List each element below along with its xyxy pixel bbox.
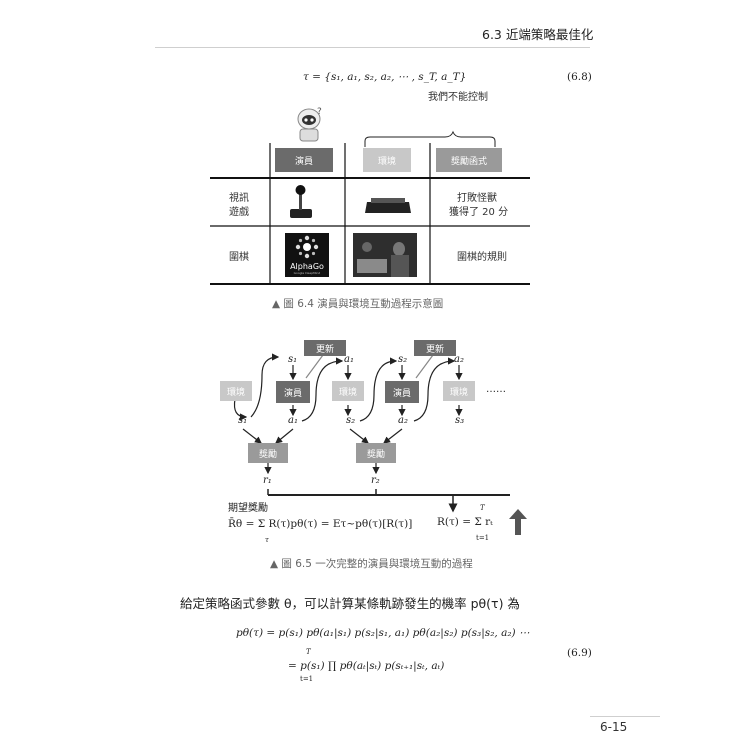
- alphago-subtext: Google DeepMind: [293, 271, 321, 275]
- equation-6-8: τ = {s₁, a₁, s₂, a₂, ⋯ , s_T, a_T}: [303, 71, 467, 83]
- r2-label: r₂: [371, 475, 380, 486]
- equation-6-9-line-1: pθ(τ) = p(s₁) pθ(a₁|s₁) p(s₂|s₁, a₁) pθ(…: [236, 627, 530, 639]
- equation-6-9-number: (6.9): [567, 647, 592, 659]
- r1-label: r₁: [263, 475, 272, 486]
- svg-text:?: ?: [317, 107, 322, 117]
- figure-6-4-lines: [210, 130, 530, 285]
- figure-6-5-arrows: [233, 353, 527, 535]
- equation-6-8-number: (6.8): [567, 71, 592, 83]
- game-console-icon: [365, 198, 411, 213]
- environment-box-3: 環境: [443, 381, 475, 401]
- return-sum-subscript: t=1: [476, 534, 490, 542]
- equation-6-9-line-2: = p(s₁) ∏ pθ(aₜ|sₜ) p(sₜ₊₁|sₜ, aₜ): [288, 660, 445, 672]
- joystick-icon: [290, 185, 312, 218]
- s3-label: s₃: [455, 415, 465, 426]
- environment-box-2: 環境: [332, 381, 364, 401]
- uncontrollable-label: 我們不能控制: [428, 92, 488, 103]
- footer-rule: [590, 716, 660, 717]
- s1-bottom-label: s₁: [238, 415, 248, 426]
- header-rule: [155, 47, 590, 48]
- alphago-logo: AlphaGo Google DeepMind: [285, 233, 329, 277]
- a1-bottom-label: a₁: [288, 415, 298, 426]
- running-header: 6.3 近端策略最佳化: [482, 27, 594, 42]
- reward-function-header-box: 獎勵函式: [436, 148, 502, 172]
- figure-6-4-caption: ▲ 圖 6.4 演員與環境互動過程示意圖: [272, 298, 444, 310]
- expected-sum-subscript: τ: [265, 536, 269, 544]
- figure-6-4: ? 演員 環境 獎勵函式 我們不能控制 視訊 遊戲 打敗怪獸 獲得了 20 分 …: [205, 92, 535, 300]
- reward-box-1: 獎勵: [248, 443, 288, 463]
- row1-reward-line-1: 打敗怪獸: [457, 193, 497, 204]
- s2-bottom-label: s₂: [346, 415, 356, 426]
- body-sentence: 給定策略函式參數 θ，可以計算某條軌跡發生的機率 pθ(τ) 為: [180, 596, 520, 611]
- return-formula: R(τ) = Σ rₜ: [437, 516, 493, 528]
- actor-box-1: 演員: [276, 381, 310, 403]
- alphago-text: AlphaGo: [290, 262, 324, 271]
- figure-6-5: 更新 更新 環境 演員 環境 演員 環境 …… s₁ a₁ s₂ a₂ s₁ a…: [218, 335, 533, 550]
- update-box-2: 更新: [414, 340, 456, 356]
- row1-reward-line-2: 獲得了 20 分: [449, 207, 509, 218]
- go-players-image: [353, 233, 417, 277]
- robot-icon: ?: [297, 107, 322, 142]
- reward-box-2: 獎勵: [356, 443, 396, 463]
- go-label: 圍棋: [229, 252, 249, 263]
- go-match-photo: [353, 233, 417, 277]
- s2-top-label: s₂: [398, 354, 408, 365]
- environment-header-box: 環境: [363, 148, 411, 172]
- video-game-label-2: 遊戲: [229, 207, 249, 218]
- product-top: T: [306, 648, 311, 656]
- actor-box-2: 演員: [385, 381, 419, 403]
- expected-reward-formula: R̄θ = Σ R(τ)pθ(τ) = Eτ~pθ(τ)[R(τ)]: [228, 518, 413, 530]
- expected-reward-label: 期望獎勵: [228, 503, 268, 514]
- return-sum-top: T: [480, 504, 485, 512]
- a2-top-label: a₂: [454, 354, 464, 365]
- continuation-ellipsis: ……: [486, 384, 506, 395]
- s1-top-label: s₁: [288, 354, 298, 365]
- page-number: 6-15: [600, 720, 628, 734]
- video-game-label-1: 視訊: [229, 193, 249, 204]
- update-box-1: 更新: [304, 340, 346, 356]
- product-subscript: t=1: [300, 675, 314, 683]
- actor-header-box: 演員: [275, 148, 333, 172]
- a2-bottom-label: a₂: [398, 415, 408, 426]
- a1-top-label: a₁: [344, 354, 354, 365]
- alphago-dots-icon: [295, 235, 319, 259]
- environment-box-1: 環境: [220, 381, 252, 401]
- go-rules-label: 圍棋的規則: [457, 252, 507, 263]
- figure-6-5-caption: ▲ 圖 6.5 一次完整的演員與環境互動的過程: [270, 558, 473, 570]
